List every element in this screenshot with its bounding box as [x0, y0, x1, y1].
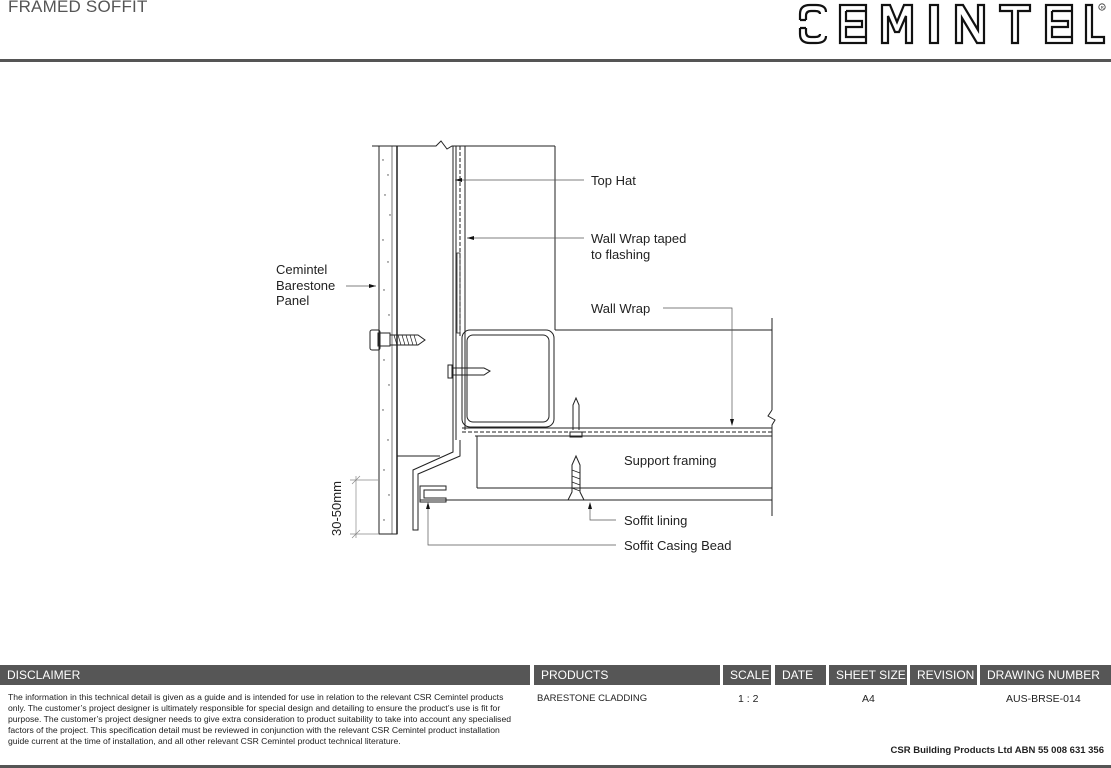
framed-soffit-detail-drawing: Top Hat Wall Wrap taped to flashing Wall… — [276, 140, 776, 553]
drawing-number-value: AUS-BRSE-014 — [1006, 693, 1081, 705]
label-panel-3: Panel — [276, 293, 309, 308]
disclaimer-header: DISCLAIMER — [0, 665, 530, 685]
label-wall-wrap-taped-2: to flashing — [591, 247, 650, 262]
sheet-size-header: SHEET SIZE — [829, 665, 907, 685]
cemintel-logo: R — [798, 3, 1106, 45]
label-soffit-lining: Soffit lining — [624, 513, 687, 528]
footer-divider — [0, 765, 1111, 768]
label-wall-wrap: Wall Wrap — [591, 301, 650, 316]
sheet-size-value: A4 — [862, 693, 875, 705]
drawing-number-header: DRAWING NUMBER — [980, 665, 1111, 685]
products-header: PRODUCTS — [534, 665, 720, 685]
label-panel-2: Barestone — [276, 278, 335, 293]
svg-text:R: R — [1101, 5, 1105, 10]
date-header: DATE — [775, 665, 826, 685]
revision-header: REVISION — [910, 665, 977, 685]
company-abn: CSR Building Products Ltd ABN 55 008 631… — [890, 745, 1104, 756]
label-support-framing: Support framing — [624, 453, 717, 468]
scale-header: SCALE — [723, 665, 771, 685]
header-divider — [0, 59, 1111, 62]
dimension-label: 30-50mm — [329, 481, 344, 536]
steel-section — [461, 329, 555, 428]
disclaimer-text: The information in this technical detail… — [8, 692, 512, 746]
scale-value: 1 : 2 — [738, 693, 759, 705]
label-panel-1: Cemintel — [276, 262, 327, 277]
products-value: BARESTONE CLADDING — [537, 693, 648, 704]
label-wall-wrap-taped: Wall Wrap taped — [591, 231, 686, 246]
label-soffit-casing-bead: Soffit Casing Bead — [624, 538, 731, 553]
page-title: FRAMED SOFFIT — [8, 0, 148, 16]
barestone-panel — [378, 145, 398, 535]
label-top-hat: Top Hat — [591, 173, 636, 188]
title-block: DISCLAIMER PRODUCTS SCALE DATE SHEET SIZ… — [0, 665, 1111, 768]
